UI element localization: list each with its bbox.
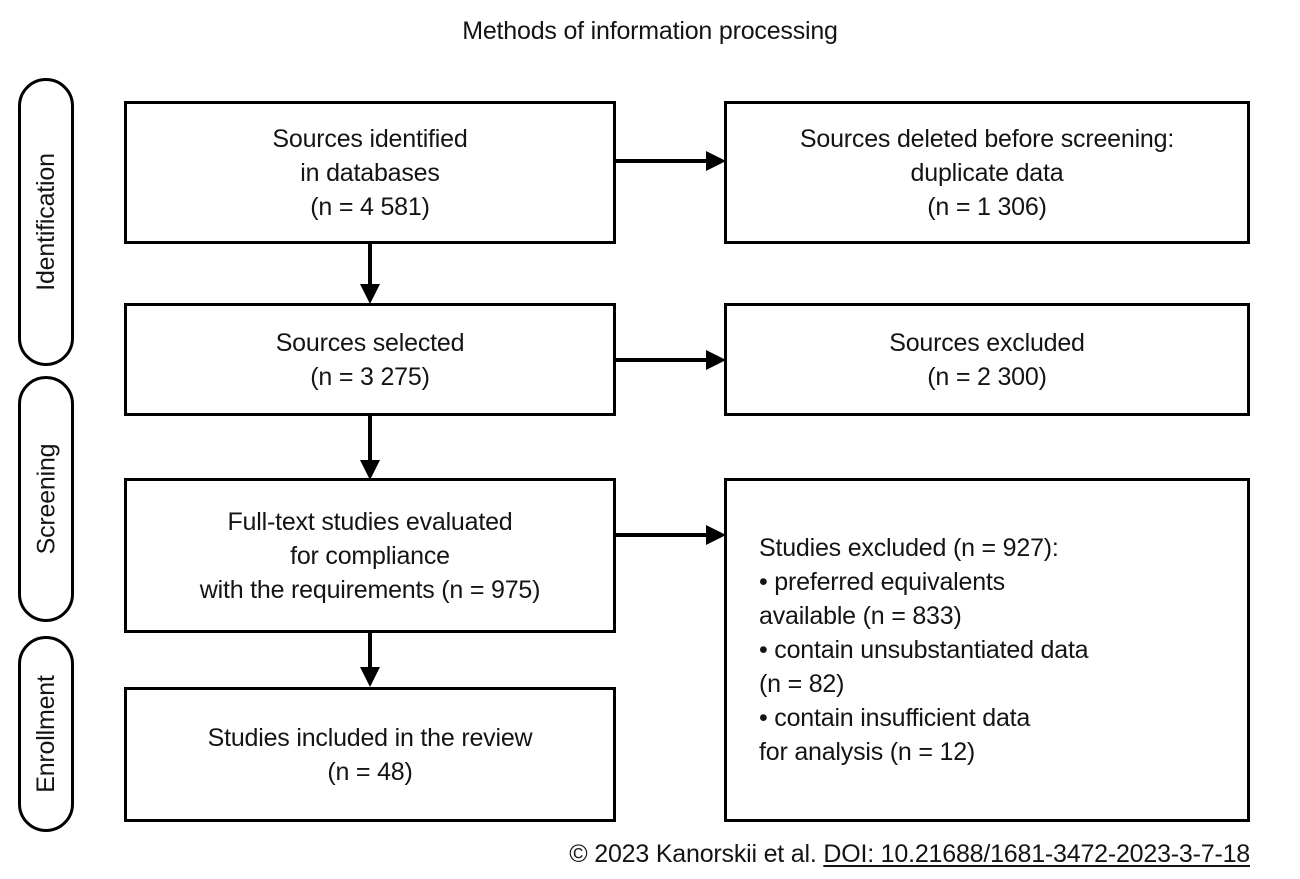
stage-pill-enrollment: Enrollment — [18, 636, 74, 832]
box-studies-excluded-text: Studies excluded (n = 927): • preferred … — [759, 534, 1089, 766]
stage-label-identification: Identification — [32, 153, 61, 291]
box-sources-identified: Sources identified in databases (n = 4 5… — [124, 101, 616, 244]
box-fulltext-studies-text: Full-text studies evaluated for complian… — [199, 507, 541, 604]
doi-link[interactable]: DOI: 10.21688/1681-3472-2023-3-7-18 — [823, 840, 1250, 868]
box-sources-identified-text: Sources identified in databases (n = 4 5… — [272, 124, 468, 221]
box-studies-included: Studies included in the review (n = 48) — [124, 687, 616, 822]
stage-label-screening: Screening — [32, 443, 60, 555]
arrow-fulltext-to-included — [355, 629, 385, 691]
stage-pill-screening: Screening — [18, 376, 74, 622]
box-sources-deleted-text: Sources deleted before screening: duplic… — [799, 124, 1175, 221]
arrow-fulltext-to-studies-excluded — [612, 520, 732, 550]
arrow-selected-to-excluded — [612, 345, 732, 375]
stage-pill-identification: Identification — [18, 78, 74, 366]
arrow-identified-to-selected — [355, 240, 385, 308]
box-sources-excluded: Sources excluded (n = 2 300) — [724, 303, 1250, 416]
box-studies-included-text: Studies included in the review (n = 48) — [207, 723, 533, 786]
box-sources-deleted: Sources deleted before screening: duplic… — [724, 101, 1250, 244]
arrow-selected-to-fulltext — [355, 412, 385, 484]
stage-label-enrollment: Enrollment — [32, 675, 60, 793]
box-sources-excluded-text: Sources excluded (n = 2 300) — [889, 328, 1085, 391]
footer-copyright: © 2023 Kanorskii et al. — [569, 840, 824, 868]
arrow-identified-to-deleted — [612, 146, 732, 176]
footer-credit: © 2023 Kanorskii et al. DOI: 10.21688/16… — [569, 838, 1250, 870]
box-sources-selected-text: Sources selected (n = 3 275) — [275, 328, 465, 391]
box-studies-excluded: Studies excluded (n = 927): • preferred … — [724, 478, 1250, 822]
box-sources-selected: Sources selected (n = 3 275) — [124, 303, 616, 416]
box-fulltext-studies: Full-text studies evaluated for complian… — [124, 478, 616, 633]
page-title: Methods of information processing — [462, 17, 838, 45]
